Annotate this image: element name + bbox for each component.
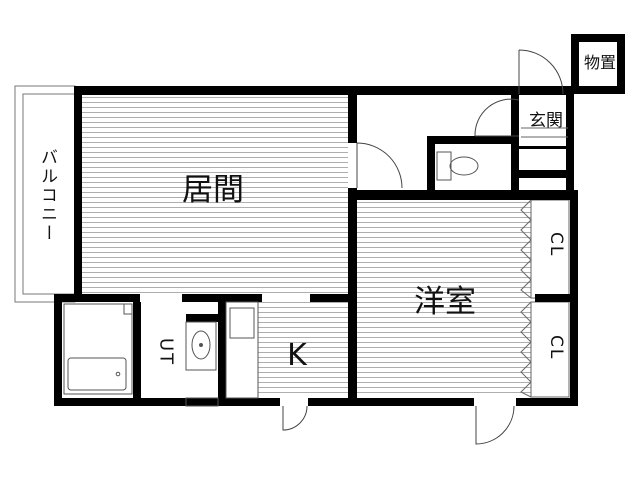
bathtub — [63, 303, 133, 395]
closet-upper-doors — [520, 199, 532, 299]
kitchen-label: K — [287, 338, 308, 373]
toilet-icon — [436, 151, 479, 181]
western-room-label: 洋室 — [414, 284, 476, 320]
living-room-floor — [82, 95, 348, 293]
entrance-label: 玄関 — [529, 111, 563, 131]
walls — [54, 34, 625, 406]
closet-lower-label: CL — [546, 335, 566, 360]
kitchen-counter — [225, 301, 259, 399]
balcony-label: バルコニー — [37, 148, 57, 243]
living-room-label: 居間 — [182, 172, 244, 208]
closet-upper-label: CL — [546, 232, 566, 257]
washbasin — [185, 321, 219, 407]
door-swings — [282, 49, 564, 445]
western-room-floor — [357, 200, 531, 396]
utility-label: UT — [156, 338, 177, 366]
closet-lower-doors — [520, 301, 532, 398]
entrance-step — [521, 127, 568, 138]
kitchen-floor — [258, 302, 350, 396]
storage-label: 物置 — [584, 53, 616, 72]
